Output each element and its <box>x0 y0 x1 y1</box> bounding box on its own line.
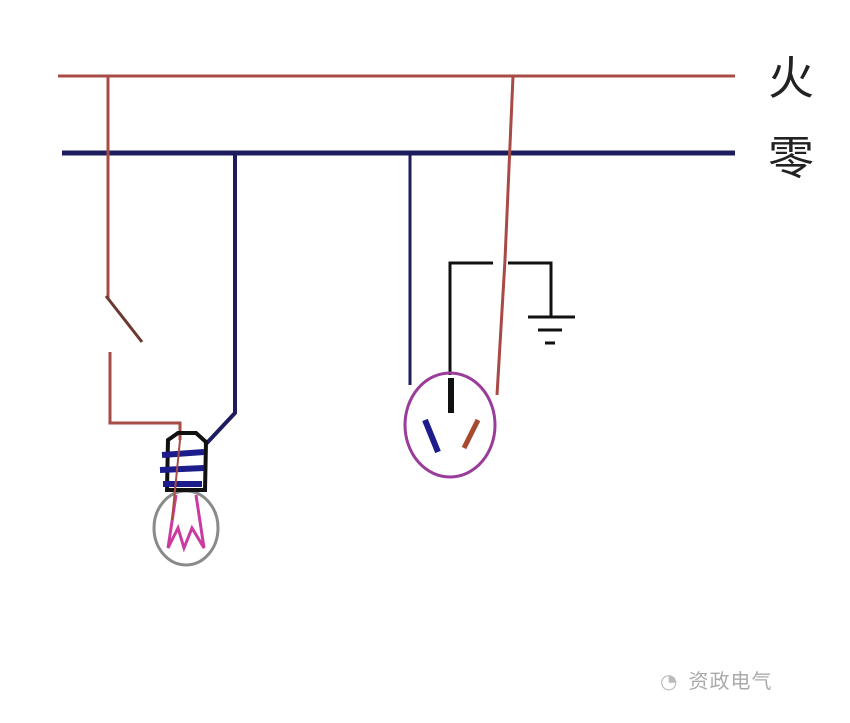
switch-icon <box>104 295 144 343</box>
neutral-wire-to-lamp <box>203 153 237 447</box>
watermark: ◔ 资政电气 <box>660 665 772 694</box>
earth-wire <box>448 261 493 375</box>
light-bulb-icon <box>152 431 220 567</box>
neutral-label: 零 <box>768 131 814 185</box>
lamp-circuit <box>104 76 237 567</box>
earth-wire-2 <box>508 261 553 316</box>
socket-circuit <box>403 75 575 479</box>
wechat-icon: ◔ <box>660 669 679 693</box>
switch-to-lamp-wire <box>108 352 182 440</box>
live-label: 火 <box>768 51 814 105</box>
live-wire-to-socket <box>495 75 515 396</box>
socket-icon <box>403 371 497 479</box>
ground-icon <box>528 315 575 345</box>
watermark-text: 资政电气 <box>688 669 773 693</box>
